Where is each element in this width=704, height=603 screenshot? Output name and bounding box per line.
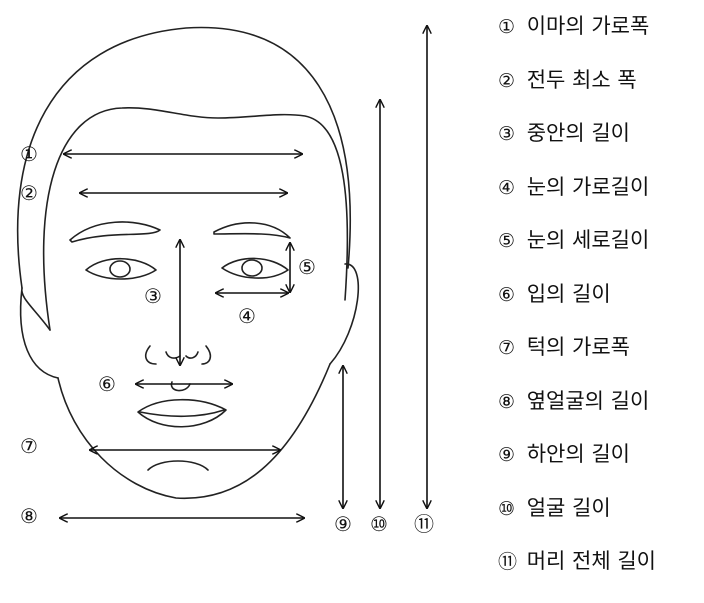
legend-label: 중안의 길이 — [527, 121, 630, 145]
right-ear — [330, 264, 358, 364]
legend-item-7: ⑦ 턱의 가로폭 — [498, 335, 704, 389]
nose — [146, 346, 211, 364]
legend-label: 입의 길이 — [527, 282, 611, 306]
marker-5: ⑤ — [298, 257, 316, 277]
legend-item-2: ② 전두 최소 폭 — [498, 68, 704, 122]
legend-label: 이마의 가로폭 — [527, 14, 650, 38]
legend-item-11: ⑪ 머리 전체 길이 — [498, 549, 704, 603]
marker-11: ⑪ — [414, 514, 434, 534]
left-ear — [21, 288, 58, 378]
hairline — [44, 108, 348, 330]
right-iris — [242, 260, 262, 276]
marker-6: ⑥ — [98, 374, 116, 394]
legend-number: ② — [498, 69, 520, 93]
marker-4: ④ — [238, 306, 256, 326]
marker-2: ② — [20, 183, 38, 203]
right-eyebrow — [214, 223, 290, 238]
left-iris — [110, 261, 130, 277]
marker-3: ③ — [144, 286, 162, 306]
legend-number: ⑦ — [498, 336, 520, 360]
legend-label: 옆얼굴의 길이 — [527, 389, 650, 413]
legend-item-6: ⑥ 입의 길이 — [498, 282, 704, 336]
legend-item-8: ⑧ 옆얼굴의 길이 — [498, 389, 704, 443]
legend-item-5: ⑤ 눈의 세로길이 — [498, 228, 704, 282]
left-eyebrow — [70, 222, 160, 242]
legend-item-3: ③ 중안의 길이 — [498, 121, 704, 175]
legend: ① 이마의 가로폭 ② 전두 최소 폭 ③ 중안의 길이 ④ 눈의 가로길이 ⑤… — [498, 14, 704, 603]
legend-number: ⑩ — [498, 497, 520, 521]
legend-label: 하안의 길이 — [527, 442, 630, 466]
legend-number: ⑥ — [498, 283, 520, 307]
marker-10: ⑩ — [370, 514, 388, 534]
legend-label: 눈의 가로길이 — [527, 175, 650, 199]
head-outline — [18, 28, 351, 288]
marker-9: ⑨ — [334, 514, 352, 534]
legend-number: ⑤ — [498, 229, 520, 253]
chin — [148, 461, 208, 470]
legend-item-4: ④ 눈의 가로길이 — [498, 175, 704, 229]
legend-label: 눈의 세로길이 — [527, 228, 650, 252]
legend-number: ⑧ — [498, 390, 520, 414]
marker-8: ⑧ — [20, 506, 38, 526]
legend-label: 전두 최소 폭 — [527, 68, 637, 92]
marker-7: ⑦ — [20, 436, 38, 456]
legend-label: 머리 전체 길이 — [527, 549, 656, 573]
legend-number: ① — [498, 15, 520, 39]
legend-number: ③ — [498, 122, 520, 146]
legend-number: ⑪ — [498, 550, 520, 574]
legend-item-10: ⑩ 얼굴 길이 — [498, 496, 704, 550]
legend-number: ④ — [498, 176, 520, 200]
marker-1: ① — [20, 144, 38, 164]
legend-item-1: ① 이마의 가로폭 — [498, 14, 704, 68]
legend-label: 얼굴 길이 — [527, 496, 611, 520]
lips-line — [140, 410, 224, 416]
legend-number: ⑨ — [498, 443, 520, 467]
legend-item-9: ⑨ 하안의 길이 — [498, 442, 704, 496]
legend-label: 턱의 가로폭 — [527, 335, 630, 359]
